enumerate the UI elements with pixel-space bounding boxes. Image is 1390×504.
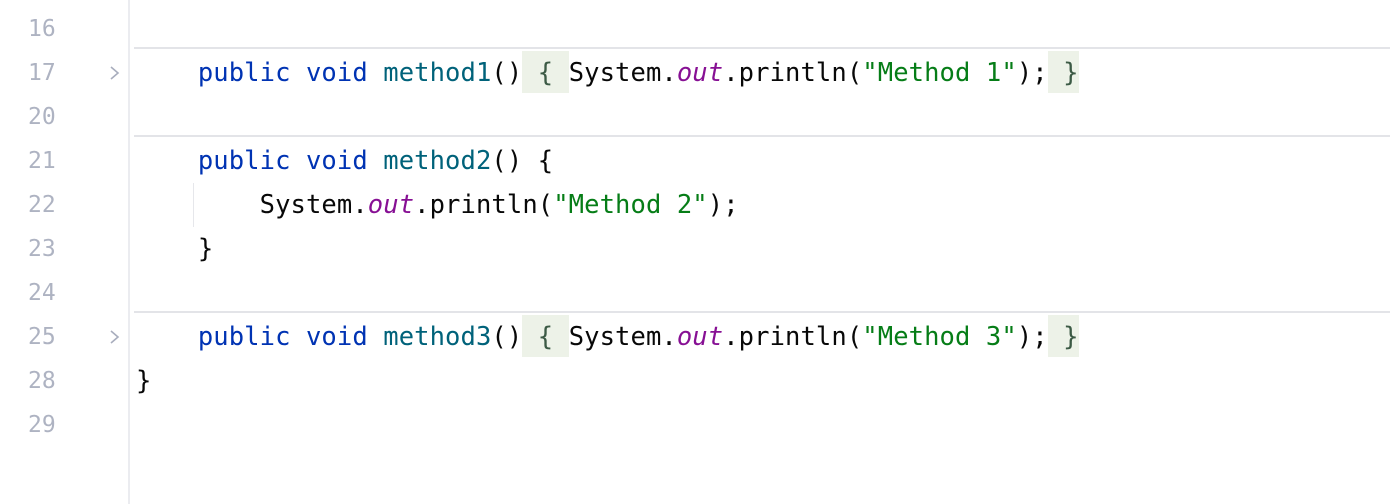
method-call: .println(	[414, 190, 554, 220]
method-call: .println(	[723, 322, 863, 352]
keyword-void: void	[305, 322, 368, 352]
code-text[interactable]: public void method3() { System.out.print…	[136, 315, 1079, 359]
method-separator	[134, 135, 1390, 137]
indent	[136, 322, 198, 352]
string-literal: "Method 3"	[862, 322, 1017, 352]
line-number: 20	[28, 104, 56, 130]
code-line[interactable]: 16	[0, 7, 1390, 51]
close-brace: }	[197, 234, 214, 264]
indent-guide	[193, 183, 194, 227]
line-number: 28	[28, 368, 56, 394]
indent	[136, 146, 198, 176]
code-line[interactable]: 21 public void method2() {	[0, 139, 1390, 183]
code-text[interactable]: System.out.println("Method 2");	[136, 183, 739, 227]
line-number: 24	[28, 280, 56, 306]
code-line[interactable]: 29	[0, 403, 1390, 447]
code-line[interactable]: 22 System.out.println("Method 2");	[0, 183, 1390, 227]
space	[368, 58, 383, 88]
keyword-public: public	[197, 322, 291, 352]
static-field: out	[676, 58, 724, 88]
static-field: out	[367, 190, 415, 220]
folded-close-brace[interactable]: }	[1047, 315, 1079, 357]
code-line-folded[interactable]: 17 public void method1() { System.out.pr…	[0, 51, 1390, 95]
code-text[interactable]: public void method1() { System.out.print…	[136, 51, 1079, 95]
line-number: 16	[28, 16, 56, 42]
object-ref: System.	[568, 322, 677, 352]
string-literal: "Method 1"	[862, 58, 1017, 88]
string-literal: "Method 2"	[553, 190, 708, 220]
indent	[136, 58, 198, 88]
line-number: 29	[28, 412, 56, 438]
code-line[interactable]: 28 }	[0, 359, 1390, 403]
folded-open-brace[interactable]: {	[522, 315, 569, 357]
chevron-right-icon[interactable]	[108, 65, 122, 81]
class-close-brace: }	[136, 366, 152, 396]
keyword-public: public	[197, 58, 291, 88]
space	[368, 322, 383, 352]
keyword-public: public	[197, 146, 291, 176]
line-number: 17	[28, 60, 56, 86]
keyword-void: void	[305, 146, 368, 176]
line-number-gutter	[0, 0, 130, 504]
space	[291, 322, 306, 352]
method-name: method1	[383, 58, 492, 88]
method-name: method3	[383, 322, 492, 352]
statement-end: );	[1016, 322, 1048, 352]
code-text[interactable]: public void method2() {	[136, 139, 553, 183]
line-number: 25	[28, 324, 56, 350]
indent	[136, 190, 260, 220]
method-name: method2	[383, 146, 492, 176]
method-call: .println(	[723, 58, 863, 88]
space	[368, 146, 383, 176]
space	[291, 146, 306, 176]
code-line[interactable]: 24	[0, 271, 1390, 315]
code-text[interactable]: }	[136, 359, 151, 403]
code-line[interactable]: 20	[0, 95, 1390, 139]
code-line-folded[interactable]: 25 public void method3() { System.out.pr…	[0, 315, 1390, 359]
parens: ()	[491, 58, 523, 88]
object-ref: System.	[568, 58, 677, 88]
object-ref: System.	[259, 190, 368, 220]
parens-brace: () {	[491, 146, 554, 176]
indent	[136, 234, 198, 264]
method-separator	[134, 47, 1390, 49]
folded-open-brace[interactable]: {	[522, 51, 569, 93]
code-line[interactable]: 23 }	[0, 227, 1390, 271]
folded-close-brace[interactable]: }	[1047, 51, 1079, 93]
statement-end: );	[707, 190, 739, 220]
line-number: 22	[28, 192, 56, 218]
static-field: out	[676, 322, 724, 352]
chevron-right-icon[interactable]	[108, 329, 122, 345]
code-text[interactable]: }	[136, 227, 213, 271]
statement-end: );	[1016, 58, 1048, 88]
line-number: 23	[28, 236, 56, 262]
method-separator	[134, 311, 1390, 313]
space	[291, 58, 306, 88]
keyword-void: void	[305, 58, 368, 88]
line-number: 21	[28, 148, 56, 174]
parens: ()	[491, 322, 523, 352]
